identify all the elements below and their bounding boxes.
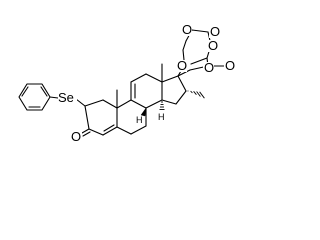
ketal-oxygen-label: O bbox=[225, 58, 235, 73]
phenyl-ring bbox=[18, 83, 59, 111]
c9-hydrogen-label: H bbox=[136, 115, 143, 125]
ring-b bbox=[116, 99, 147, 135]
ketal-oxygen-label: O bbox=[177, 58, 187, 73]
molecule-drawing: Se O O O O O O O H H bbox=[18, 22, 235, 144]
ring-c bbox=[130, 73, 163, 109]
c14-hydrogen-label: H bbox=[158, 112, 165, 122]
se-c2-bond bbox=[75, 98, 86, 107]
ketal-oxygen-label: O bbox=[210, 24, 220, 39]
ring-a bbox=[84, 99, 118, 136]
ketal-oxygen-label: O bbox=[204, 60, 214, 75]
c9-h-wedge-bond bbox=[140, 107, 147, 117]
c16-methyl-hashed-bond bbox=[187, 90, 205, 99]
ketal-oxygen-label: O bbox=[208, 38, 218, 53]
structure-canvas: Se O O O O O O O H H bbox=[18, 22, 235, 144]
carbonyl-bond bbox=[81, 128, 91, 137]
carbonyl-oxygen-label: O bbox=[71, 129, 81, 144]
selenium-atom-label: Se bbox=[58, 90, 74, 105]
c14-h-hashed-bond bbox=[159, 101, 165, 110]
ring-d bbox=[161, 75, 187, 105]
ketal-oxygen-label: O bbox=[182, 22, 192, 37]
